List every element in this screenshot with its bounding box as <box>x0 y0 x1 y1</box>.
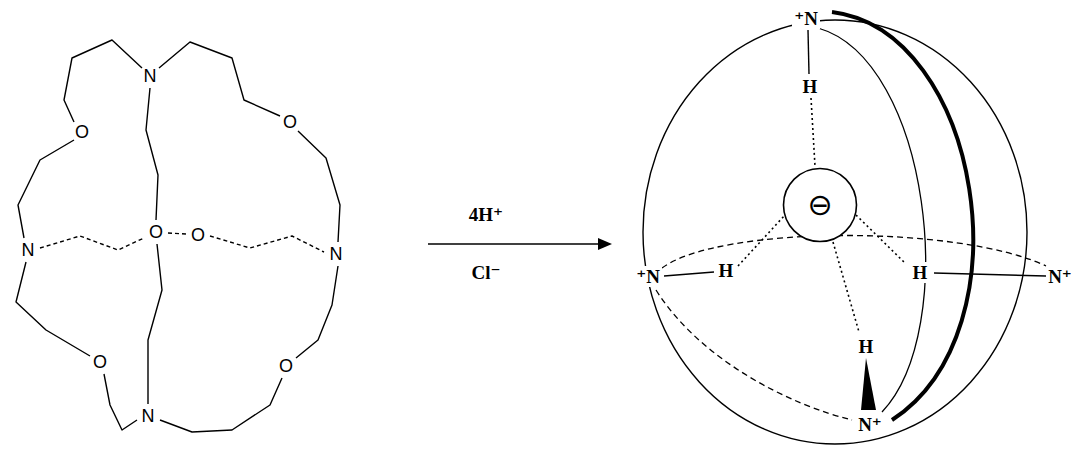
bond-chain <box>64 40 142 122</box>
atom-label: O <box>75 123 89 141</box>
atom-label: O <box>93 353 107 371</box>
charge-symbol: ⊖ <box>807 190 832 220</box>
n-h-bond <box>808 30 809 74</box>
atom-label: N <box>22 241 35 259</box>
chem-label: H <box>801 76 820 97</box>
chem-label: H <box>857 336 876 357</box>
dashed-meridian <box>656 290 852 420</box>
bond-chain <box>16 262 90 356</box>
chem-label: N⁺ <box>856 414 884 435</box>
bond-chain <box>298 131 340 242</box>
hydrogen-bond <box>738 215 785 266</box>
bond-chain <box>104 374 137 430</box>
chem-label: ⁺N <box>792 8 820 29</box>
n-h-bond <box>934 273 1046 276</box>
atom-label: N <box>142 407 155 425</box>
hydrogen-bonds <box>738 98 906 332</box>
atom-label: O <box>149 223 163 241</box>
cryptand-skeleton <box>16 40 340 432</box>
n-h-bond <box>664 272 714 276</box>
reaction-arrow <box>428 238 612 250</box>
bond-chain <box>18 140 74 238</box>
dashed-bond <box>40 236 144 250</box>
anion-circle: ⊖ <box>782 167 858 243</box>
atom-label: O <box>191 226 205 244</box>
circle-shape <box>784 169 857 242</box>
bond-chain <box>146 88 158 220</box>
sphere-drawing <box>643 12 1046 444</box>
chem-label: H <box>717 260 736 281</box>
atom-label: O <box>279 357 293 375</box>
bond-chain <box>159 42 280 116</box>
bond-chain <box>160 378 282 432</box>
arrow-shaft <box>428 243 600 244</box>
chem-label: N⁺ <box>1046 266 1074 287</box>
chem-label: Cl⁻ <box>469 262 502 283</box>
rear-bond-chain <box>40 233 324 252</box>
arrow-head <box>598 238 612 250</box>
bond-chain <box>296 266 338 358</box>
bond-chain <box>148 244 162 404</box>
chem-label: H <box>911 262 930 283</box>
atom-label: O <box>283 113 297 131</box>
dashed-bond <box>168 233 186 234</box>
hydrogen-bond <box>833 242 859 332</box>
atom-label: N <box>330 245 343 263</box>
atom-label: N <box>144 67 157 85</box>
node-inner: ⊖ <box>782 167 858 243</box>
wedge-bond <box>861 358 876 410</box>
chem-label: ⁺N <box>634 266 662 287</box>
hydrogen-bond <box>811 98 815 166</box>
dashed-bond <box>210 236 324 252</box>
hydrogen-bond <box>856 215 906 264</box>
sphere-outline <box>643 20 1027 444</box>
chem-label: 4H⁺ <box>467 204 505 225</box>
